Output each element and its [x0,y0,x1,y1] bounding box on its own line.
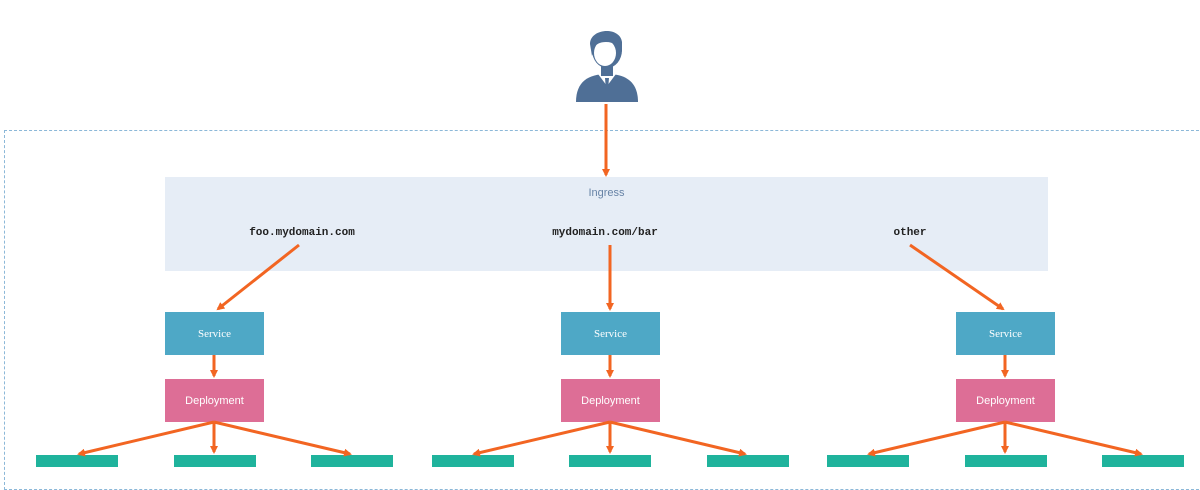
arrow-deploy1-pod3 [213,420,352,457]
arrow-deploy3-pod1 [867,420,1006,457]
ingress-title: Ingress [588,187,625,199]
deployment-box-1: Deployment [165,379,264,422]
service-box-2: Service [561,312,660,355]
user-avatar-icon [576,30,638,102]
arrow-deploy1-pod1 [77,420,215,457]
arrow-rule1-to-service1 [216,243,300,311]
service-box-1: Service [165,312,264,355]
ingress-rule-other: other [893,227,927,239]
deployment-box-2: Deployment [561,379,660,422]
deployment-box-3: Deployment [956,379,1055,422]
service-box-3: Service [956,312,1055,355]
ingress-box: Ingress foo.mydomain.com mydomain.com/ba… [165,177,1048,271]
ingress-rule-foo: foo.mydomain.com [249,227,355,239]
arrow-deploy3-pod3 [1004,420,1143,457]
connector-layer [77,104,1143,457]
arrow-rule3-to-service3 [909,243,1005,311]
ingress-rule-bar: mydomain.com/bar [552,227,658,239]
arrow-deploy2-pod3 [609,420,747,457]
arrow-deploy2-pod1 [472,420,611,457]
